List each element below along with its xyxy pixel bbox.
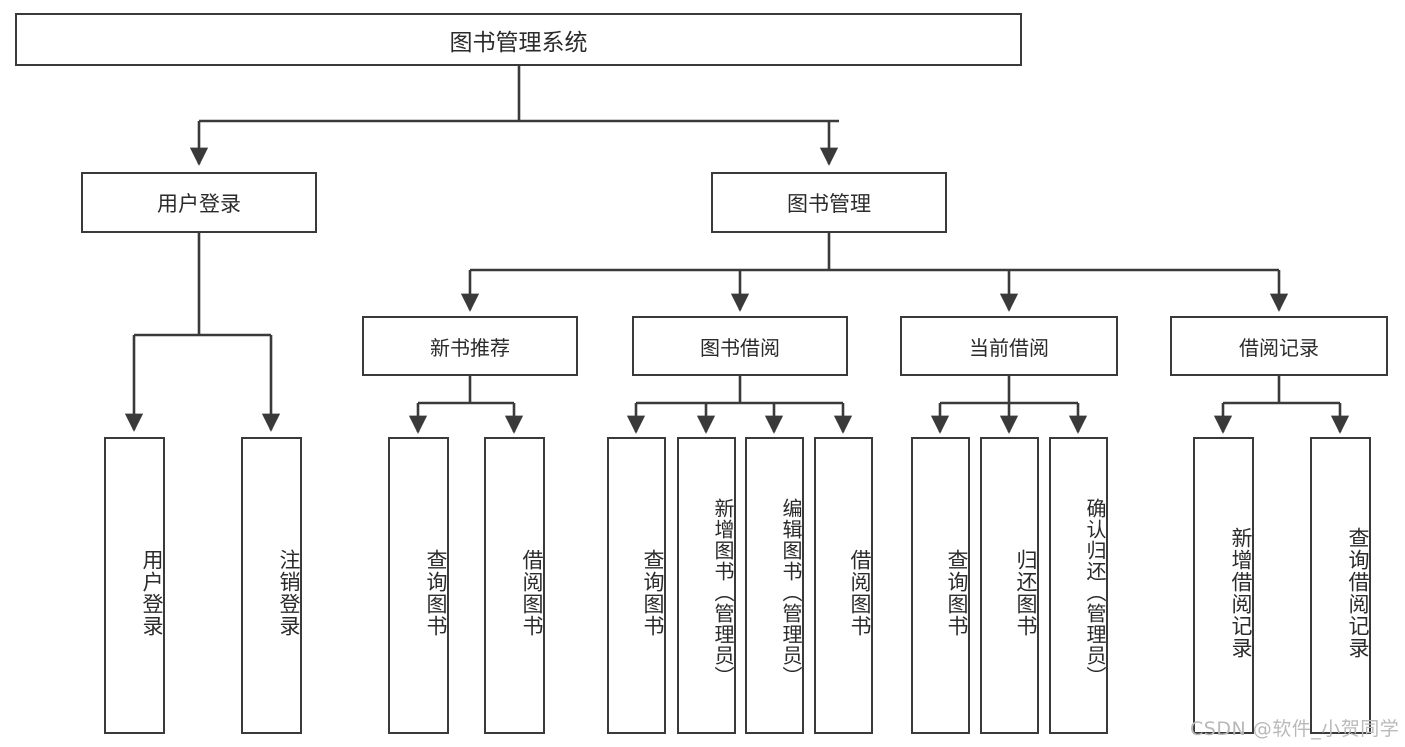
node-label: 查询借阅记录 <box>1346 526 1370 659</box>
leaf-confirm-return-admin[interactable]: 确认归还（管理员） <box>1049 437 1108 734</box>
leaf-add-borrow-record[interactable]: 新增借阅记录 <box>1193 437 1254 734</box>
node-user-login[interactable]: 用户登录 <box>81 172 317 233</box>
node-label: 当前借阅 <box>969 335 1049 360</box>
node-label: 确认归还（管理员） <box>1083 498 1107 687</box>
csdn-watermark: CSDN @软件_小贺同学 <box>1190 714 1399 741</box>
leaf-edit-book-admin[interactable]: 编辑图书（管理员） <box>745 437 804 734</box>
node-label: 图书管理系统 <box>449 29 588 56</box>
node-label: 用户登录 <box>140 548 164 637</box>
watermark-text: CSDN @软件_小贺同学 <box>1190 718 1400 740</box>
node-label: 用户登录 <box>157 191 241 216</box>
leaf-add-book-admin[interactable]: 新增图书（管理员） <box>677 437 736 734</box>
node-label: 查询图书 <box>424 548 448 637</box>
node-label: 新书推荐 <box>430 335 510 360</box>
leaf-query-book-recommend[interactable]: 查询图书 <box>388 437 449 734</box>
leaf-logout-login[interactable]: 注销登录 <box>241 437 302 734</box>
node-borrow-record[interactable]: 借阅记录 <box>1170 316 1388 376</box>
node-current-borrow[interactable]: 当前借阅 <box>900 316 1118 376</box>
node-label: 注销登录 <box>277 548 301 637</box>
node-label: 查询图书 <box>641 548 665 637</box>
node-label: 新增借阅记录 <box>1229 526 1253 659</box>
node-book-borrow[interactable]: 图书借阅 <box>632 316 848 376</box>
leaf-borrow-book[interactable]: 借阅图书 <box>814 437 873 734</box>
node-label: 借阅图书 <box>848 548 872 637</box>
leaf-query-borrow-record[interactable]: 查询借阅记录 <box>1310 437 1371 734</box>
leaf-user-login[interactable]: 用户登录 <box>104 437 165 734</box>
node-label: 借阅图书 <box>520 548 544 637</box>
leaf-query-book-borrow[interactable]: 查询图书 <box>607 437 666 734</box>
node-label: 图书借阅 <box>700 335 780 360</box>
leaf-query-book-current[interactable]: 查询图书 <box>911 437 970 734</box>
node-book-management[interactable]: 图书管理 <box>711 172 947 233</box>
node-label: 编辑图书（管理员） <box>779 498 803 687</box>
node-label: 借阅记录 <box>1239 335 1319 360</box>
node-label: 归还图书 <box>1014 548 1038 637</box>
node-root-book-management-system[interactable]: 图书管理系统 <box>15 13 1022 66</box>
node-new-book-recommend[interactable]: 新书推荐 <box>362 316 578 376</box>
node-label: 查询图书 <box>945 548 969 637</box>
leaf-borrow-book-recommend[interactable]: 借阅图书 <box>484 437 545 734</box>
leaf-return-book[interactable]: 归还图书 <box>980 437 1039 734</box>
node-label: 图书管理 <box>787 191 871 216</box>
node-label: 新增图书（管理员） <box>711 498 735 687</box>
